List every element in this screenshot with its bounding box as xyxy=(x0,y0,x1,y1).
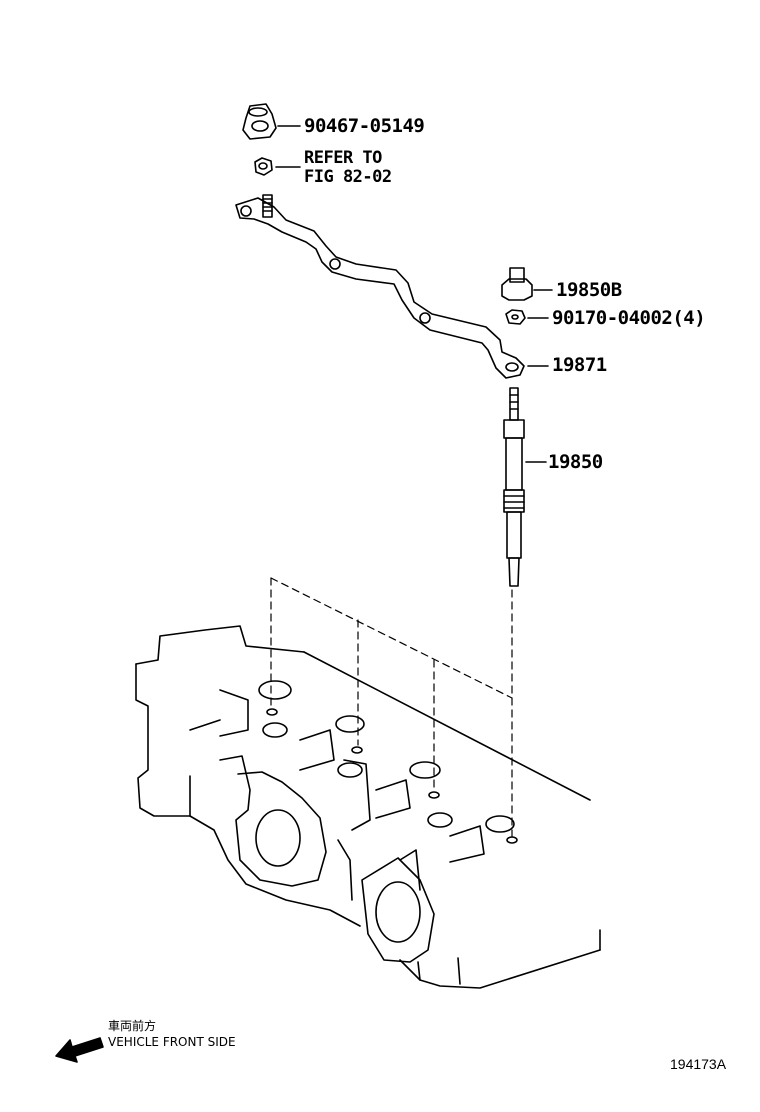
refer-text-line1: REFER TO xyxy=(304,148,382,168)
figure-code: 194173A xyxy=(670,1056,727,1072)
refer-nut-part xyxy=(254,157,301,176)
part-number-19850B: 19850B xyxy=(556,279,622,301)
alignment-lines xyxy=(270,577,513,839)
vehicle-front-english: VEHICLE FRONT SIDE xyxy=(108,1035,236,1049)
refer-text-line2: FIG 82-02 xyxy=(304,167,392,187)
glow-plug-connector-bar xyxy=(235,197,549,379)
vehicle-front-arrow xyxy=(55,1037,104,1063)
part-number-90170-04002: 90170-04002(4) xyxy=(552,307,706,329)
glow-plug-part xyxy=(503,387,547,587)
part-number-19850: 19850 xyxy=(548,451,603,473)
terminal-nut-part xyxy=(501,267,553,301)
small-nut-part xyxy=(505,309,549,325)
cylinder-head xyxy=(135,625,601,989)
vehicle-front-japanese: 車両前方 xyxy=(108,1019,157,1033)
part-number-19871: 19871 xyxy=(552,354,607,376)
part-number-90467-05149: 90467-05149 xyxy=(304,115,425,137)
clip-nut-part xyxy=(242,103,301,140)
